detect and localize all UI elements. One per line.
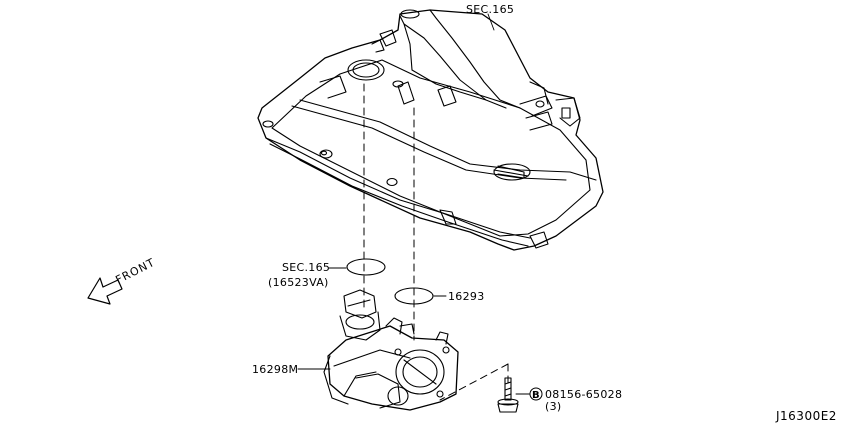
valve-cover xyxy=(257,9,604,251)
leader-dashes xyxy=(363,83,509,401)
label-16523va: (16523VA) xyxy=(268,276,329,289)
gasket-sec165 xyxy=(346,258,386,276)
gasket-16293 xyxy=(394,287,434,305)
label-sec165-top: SEC.165 xyxy=(466,3,514,16)
label-16293: 16293 xyxy=(448,290,485,303)
label-sec165-left: SEC.165 xyxy=(282,261,330,274)
bolt xyxy=(497,377,519,413)
front-arrow-icon xyxy=(87,277,123,305)
label-bolt-qty: (3) xyxy=(545,400,561,413)
label-bolt-part: 08156-65028 xyxy=(545,388,622,401)
bolt-marker-letter: B xyxy=(532,390,540,401)
label-16298m: 16298M xyxy=(252,363,298,376)
diagram-code: J16300E2 xyxy=(775,409,837,423)
front-label: FRONT xyxy=(113,256,157,287)
leader-lines xyxy=(297,13,531,395)
bolt-marker-icon xyxy=(529,387,543,401)
throttle-body xyxy=(323,289,459,411)
